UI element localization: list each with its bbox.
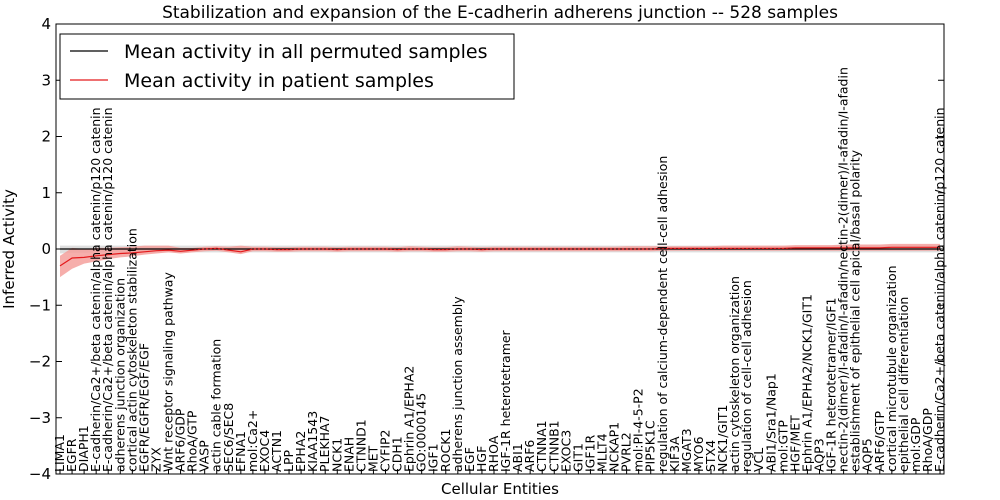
x-tick-label: E-cadherin/Ca2+/beta catenin/alpha caten… xyxy=(100,107,115,472)
x-tick-label: Ephrin A1/EPHA2 xyxy=(402,366,417,472)
y-tick-label: −3 xyxy=(29,409,51,427)
x-tick-label: MLLT4 xyxy=(595,433,610,472)
x-tick-label: actin cytoskeleton organization xyxy=(727,276,742,472)
x-tick-label: RhoA/GTP xyxy=(185,410,200,472)
x-tick-label: mol:Ca2+ xyxy=(245,410,260,472)
x-axis-label: Cellular Entities xyxy=(441,480,559,498)
x-tick-label: mol:GTP xyxy=(775,420,790,472)
x-tick-label: MGAT3 xyxy=(679,428,694,472)
x-tick-label: epithelial cell differentiation xyxy=(896,297,911,472)
x-tick-label: IGF1 xyxy=(426,443,441,472)
x-tick-label: PVRL2 xyxy=(619,432,634,472)
x-tick-label: ARF6/GDP xyxy=(173,408,188,472)
x-tick-label: IGF-1R heterotetramer/IGF1 xyxy=(824,298,839,472)
x-tick-label: KIF3A xyxy=(667,436,682,472)
x-tick-label: ABI1 xyxy=(510,443,525,472)
x-tick-label: CTNNA1 xyxy=(534,420,549,472)
x-tick-label: EGFR xyxy=(64,438,79,472)
x-tick-label: STX4 xyxy=(703,440,718,472)
x-tick-label: ACTN1 xyxy=(269,430,284,472)
x-tick-label: CTNND1 xyxy=(353,419,368,472)
x-tick-label: AQP5 xyxy=(860,438,875,472)
x-tick-label: CYFIP2 xyxy=(378,429,393,472)
x-tick-label: E-cadherin/Ca2+/beta catenin/alpha caten… xyxy=(932,107,947,472)
x-tick-label: adherens junction assembly xyxy=(450,296,465,472)
x-tick-label: ROCK1 xyxy=(438,429,453,472)
x-tick-label: CDH1 xyxy=(390,436,405,472)
x-tick-label: NCK1 xyxy=(329,438,344,472)
x-tick-label: HGF xyxy=(474,446,489,472)
y-tick-label: 2 xyxy=(41,128,51,146)
y-tick-label: −4 xyxy=(29,465,51,483)
x-tick-label: Wnt receptor signaling pathway xyxy=(161,272,176,472)
x-tick-label: CTNNB1 xyxy=(546,420,561,472)
x-tick-label: LIMA1 xyxy=(52,434,67,472)
x-tick-label: ABI1/Sra1/Nap1 xyxy=(763,373,778,472)
legend-box xyxy=(59,33,515,100)
x-tick-label: MYO6 xyxy=(691,436,706,472)
x-tick-label: EPHA2 xyxy=(293,431,308,472)
x-tick-label: mol:PI-4-5-P2 xyxy=(631,388,646,472)
x-tick-label: RHOA xyxy=(486,435,501,472)
x-tick-label: LPP xyxy=(281,449,296,472)
x-tick-label: ARF6 xyxy=(522,440,537,472)
x-tick-label: nectin-2(dimer)/I-afadin/I-afadin/nectin… xyxy=(836,67,851,472)
chart-title: Stabilization and expansion of the E-cad… xyxy=(162,3,838,23)
y-tick-label: 3 xyxy=(41,71,51,89)
x-tick-label: cortical microtubule organization xyxy=(884,265,899,472)
x-tick-label: E-cadherin/Ca2+/beta catenin/alpha caten… xyxy=(88,107,103,472)
x-tick-label: VCL xyxy=(751,448,766,472)
x-tick-label: ARF6/GTP xyxy=(872,411,887,472)
x-tick-label: cortical actin cytoskeleton stabilizatio… xyxy=(124,228,139,472)
y-tick-label: −1 xyxy=(29,296,51,314)
x-tick-label: GIT1 xyxy=(570,443,585,472)
x-tick-label: KIAA1543 xyxy=(305,411,320,472)
x-tick-label: PIP5K1C xyxy=(643,420,658,472)
x-tick-label: RhoA/GDP xyxy=(920,408,935,472)
x-tick-label: DIAPH1 xyxy=(76,425,91,472)
x-tick-label: Ephrin A1/EPHA2/NCK1/GIT1 xyxy=(799,294,814,472)
x-tick-label: adherens junction organization xyxy=(112,278,127,472)
x-tick-label: EXOC3 xyxy=(558,430,573,472)
x-tick-label: establishment of epithelial cell apical/… xyxy=(848,149,863,472)
legend-label-permuted: Mean activity in all permuted samples xyxy=(124,41,487,63)
x-tick-label: MET xyxy=(365,445,380,472)
x-tick-label: IGF-1R heterotetramer xyxy=(498,329,513,472)
x-tick-label: ZYX xyxy=(148,447,163,472)
x-tick-label: NCK1/GIT1 xyxy=(715,405,730,472)
legend: Mean activity in all permuted samples Me… xyxy=(59,33,515,100)
x-tick-label: mol:GDP xyxy=(908,417,923,472)
x-tick-label: SEC6/SEC8 xyxy=(221,403,236,472)
x-tick-label: IGF1R xyxy=(582,434,597,472)
y-tick-label: 1 xyxy=(41,184,51,202)
x-tick-label: GO:0000145 xyxy=(414,393,429,472)
y-tick-label: 0 xyxy=(41,240,51,258)
x-tick-label: regulation of calcium-dependent cell-cel… xyxy=(655,156,670,472)
y-axis-label: Inferred Activity xyxy=(0,189,18,309)
y-tick-label: 4 xyxy=(41,15,51,33)
x-tick-label: actin cable formation xyxy=(209,339,224,472)
x-tick-label: ENAH xyxy=(341,437,356,472)
x-tick-label: HGF/MET xyxy=(787,415,802,472)
y-tick-label: −2 xyxy=(29,353,51,371)
x-tick-label: AQP3 xyxy=(812,438,827,472)
x-tick-label: regulation of cell-cell adhesion xyxy=(739,280,754,472)
x-tick-label: PLEKHA7 xyxy=(317,415,332,472)
x-tick-label: EFNA1 xyxy=(233,431,248,472)
x-tick-label: EGF xyxy=(462,447,477,472)
x-tick-label: EXOC4 xyxy=(257,430,272,472)
band-patient xyxy=(60,243,940,278)
x-tick-label: NCKAP1 xyxy=(607,422,622,472)
legend-label-patient: Mean activity in patient samples xyxy=(124,70,434,92)
x-tick-label: VASP xyxy=(197,440,212,472)
x-tick-label: EGFR/EGFR/EGF/EGF xyxy=(136,343,151,472)
